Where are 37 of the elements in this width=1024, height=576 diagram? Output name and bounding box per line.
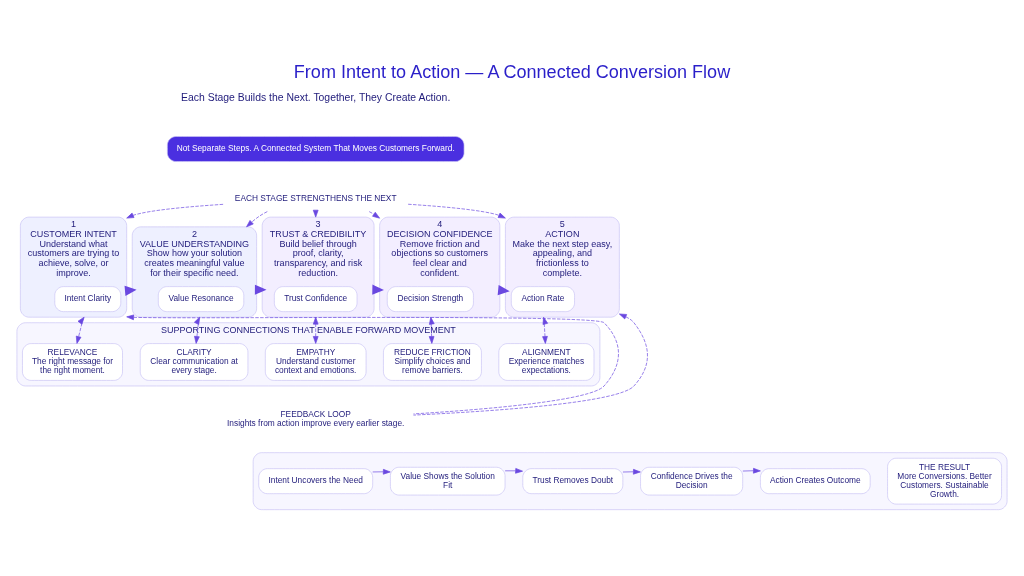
diagram-title: From Intent to Action — A Connected Conversion Flow xyxy=(293,62,731,83)
arrow xyxy=(368,211,380,219)
arrow xyxy=(428,316,435,344)
node-box: CLARITY Clear communication at every stage. xyxy=(139,343,249,381)
node-text: EACH STAGE STRENGTHENS THE NEXT xyxy=(234,193,397,204)
arrow xyxy=(413,313,648,416)
node-box: THE RESULT More Conversions. Better Customers. Sustainable Growth. xyxy=(887,457,1002,505)
node-box: Trust Removes Doubt xyxy=(522,468,624,495)
arrow xyxy=(542,316,548,344)
arrow xyxy=(742,467,761,474)
node-box: RELEVANCE The right message for the right moment. xyxy=(22,343,123,381)
arrow xyxy=(246,211,268,228)
node-box: EMPATHY Understand customer context and emotions. xyxy=(264,343,367,381)
arrow xyxy=(407,203,506,219)
node-box: Action Creates Outcome xyxy=(760,468,871,495)
node-box: ALIGNMENT Experience matches expectations. xyxy=(498,343,595,381)
label: Each Stage Builds the Next. Together, They Create Action. xyxy=(181,92,451,104)
arrow xyxy=(622,469,641,475)
node-box: Intent Clarity xyxy=(54,286,122,312)
arrow xyxy=(126,204,224,219)
node-box: Not Separate Steps. A Connected System That Moves Customers Forward. xyxy=(167,136,465,162)
arrow xyxy=(126,314,619,415)
arrow xyxy=(194,316,201,344)
node-box: REDUCE FRICTION Simplify choices and remove barriers. xyxy=(383,343,482,381)
cluster xyxy=(252,452,1008,510)
node-box: Value Shows the Solution Fit xyxy=(390,466,506,496)
arrow xyxy=(372,469,391,475)
arrow xyxy=(75,316,85,344)
arrow xyxy=(312,316,319,344)
node-box: Trust Confidence xyxy=(274,286,358,312)
node-box: Decision Strength xyxy=(386,286,474,312)
node-box: Intent Uncovers the Need xyxy=(258,468,374,495)
arrow xyxy=(504,468,523,474)
node-box: Action Rate xyxy=(510,286,575,312)
node-box: Confidence Drives the Decision xyxy=(640,466,744,496)
node-text: FEEDBACK LOOP Insights from action improve every earlier stage. xyxy=(227,408,405,428)
node-box: Value Resonance xyxy=(157,286,245,312)
